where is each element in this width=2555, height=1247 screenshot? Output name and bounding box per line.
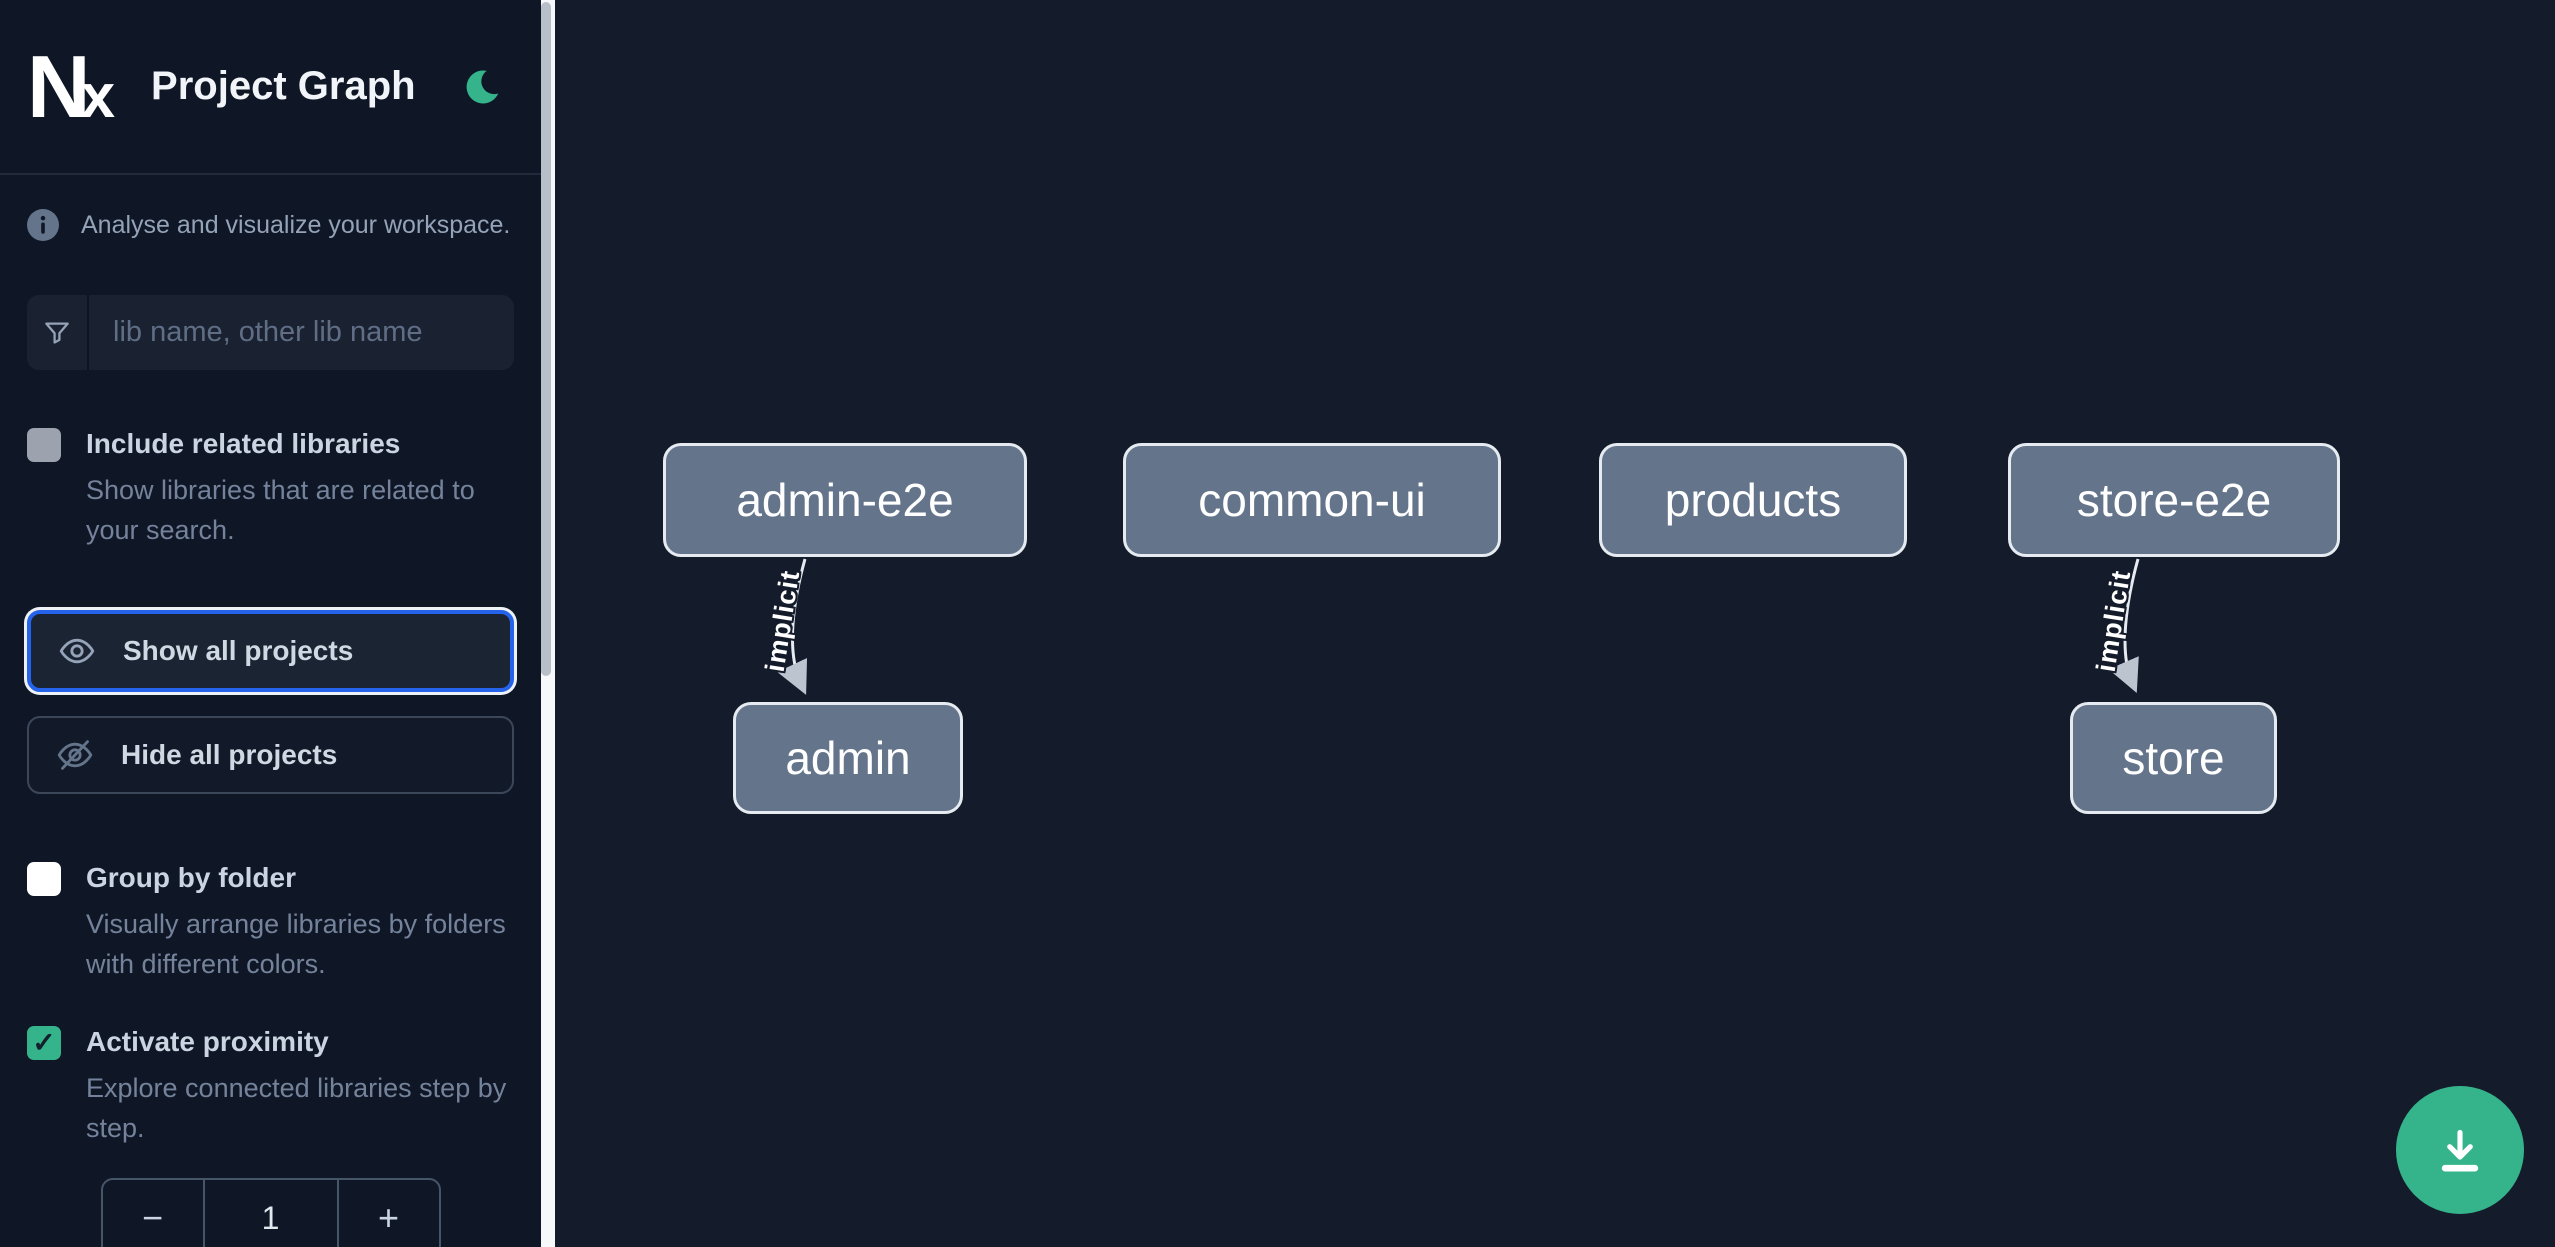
edge-admin-e2e-to-admin [777, 558, 808, 695]
option-include-related: ✓ Include related libraries Show librari… [27, 426, 514, 550]
include-related-description: Show libraries that are related to your … [86, 475, 475, 545]
project-graph-canvas[interactable]: implicit implicit admin-e2e common-ui pr… [555, 0, 2555, 1247]
activate-proximity-description: Explore connected libraries step by step… [86, 1073, 507, 1143]
filter-icon [27, 295, 89, 370]
project-node-store-e2e[interactable]: store-e2e [2008, 443, 2340, 557]
project-node-common-ui[interactable]: common-ui [1123, 443, 1501, 557]
intro-text: Analyse and visualize your workspace. [81, 211, 511, 239]
search-box [27, 295, 514, 370]
group-by-folder-description: Visually arrange libraries by folders wi… [86, 909, 506, 979]
moon-icon[interactable] [461, 65, 505, 109]
download-icon [2441, 1129, 2479, 1172]
edge-store-e2e-to-store [2108, 558, 2140, 694]
sidebar-scrollbar[interactable] [541, 0, 555, 1247]
check-icon: ✓ [32, 1027, 56, 1058]
project-node-products[interactable]: products [1599, 443, 1907, 557]
intro-row: Analyse and visualize your workspace. [27, 209, 514, 241]
activate-proximity-label: Activate proximity [86, 1026, 329, 1057]
include-related-label: Include related libraries [86, 428, 401, 459]
proximity-depth-value[interactable]: 1 [202, 1180, 339, 1247]
info-icon [27, 209, 59, 241]
download-image-button[interactable] [2396, 1086, 2524, 1214]
search-input[interactable] [89, 295, 514, 370]
project-node-store[interactable]: store [2070, 702, 2277, 814]
group-by-folder-checkbox[interactable]: ✓ [27, 862, 61, 896]
show-all-projects-label: Show all projects [123, 635, 354, 666]
scrollbar-thumb[interactable] [541, 2, 551, 676]
project-node-admin[interactable]: admin [733, 702, 963, 814]
eye-icon [59, 638, 95, 664]
page-title: Project Graph [151, 64, 416, 108]
proximity-stepper: − 1 + [100, 1178, 441, 1247]
eye-slash-icon [57, 740, 93, 770]
activate-proximity-checkbox[interactable]: ✓ [27, 1026, 61, 1060]
decrement-button[interactable]: − [141, 1197, 164, 1238]
hide-all-projects-label: Hide all projects [121, 739, 338, 770]
graph-edges [777, 558, 2140, 695]
increment-button[interactable]: + [377, 1197, 400, 1238]
option-group-by-folder: ✓ Group by folder Visually arrange libra… [27, 860, 514, 984]
include-related-checkbox[interactable]: ✓ [27, 428, 61, 462]
hide-all-projects-button[interactable]: Hide all projects [27, 716, 514, 794]
option-activate-proximity: ✓ Activate proximity Explore connected l… [27, 1024, 514, 1148]
project-node-admin-e2e[interactable]: admin-e2e [663, 443, 1027, 557]
show-all-projects-button[interactable]: Show all projects [27, 610, 514, 692]
group-by-folder-label: Group by folder [86, 862, 296, 893]
